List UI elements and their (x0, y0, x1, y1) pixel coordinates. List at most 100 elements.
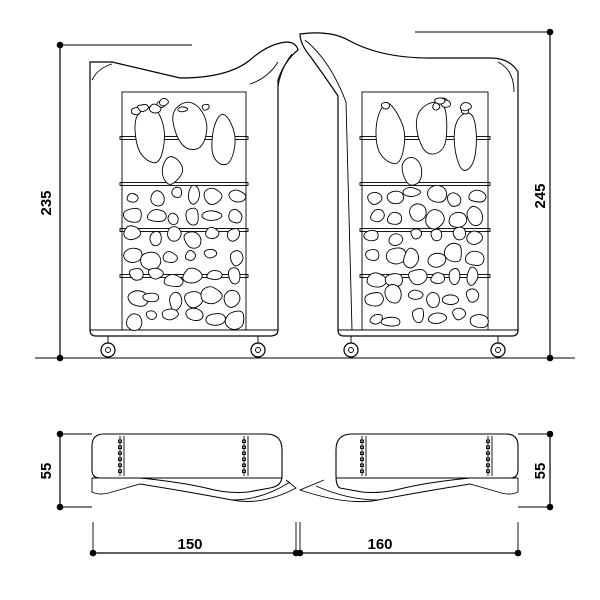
hinge-knuckle (486, 463, 490, 467)
pattern-cell (163, 273, 184, 288)
left-width-label: 150 (177, 536, 202, 553)
pattern-cell (363, 230, 379, 242)
right-top-swoop (298, 478, 519, 503)
pattern-cell (123, 225, 142, 241)
hinge-knuckle (242, 463, 246, 467)
pattern-cell (402, 186, 422, 197)
pattern-cell (466, 266, 479, 286)
hinge-knuckle (360, 445, 364, 449)
hinge-knuckle (118, 445, 122, 449)
pattern-cell (386, 211, 403, 225)
pattern-cell (177, 106, 189, 113)
pattern-cell (127, 290, 149, 307)
shelf (359, 182, 491, 186)
right-rear-caster (490, 336, 506, 358)
right-width-label: 160 (367, 536, 392, 553)
pattern-cell (365, 249, 380, 261)
pattern-cell (182, 267, 203, 284)
pattern-cell (137, 104, 149, 113)
pattern-cell (228, 208, 243, 224)
hinge-knuckle (486, 451, 490, 455)
pattern-cell (426, 291, 440, 309)
left-rear-caster (250, 336, 266, 358)
pattern-cell (167, 226, 182, 242)
left-depth-label: 55 (38, 463, 55, 480)
pattern-cell (226, 228, 240, 242)
pattern-cell (145, 310, 157, 320)
pattern-cell (185, 307, 204, 321)
pattern-cell (167, 212, 179, 225)
pattern-cell (205, 226, 220, 240)
pattern-cell (441, 294, 460, 306)
hinge-knuckle (118, 451, 122, 455)
pattern-cell (228, 189, 247, 203)
hinge-knuckle (486, 469, 490, 473)
pattern-cell (380, 316, 401, 327)
pattern-cell (434, 97, 446, 105)
hinge-knuckle (118, 457, 122, 461)
hinge-knuckle (242, 457, 246, 461)
pattern-cell (223, 289, 241, 308)
left-width-dimension: 150 (89, 522, 300, 557)
pattern-cell (448, 268, 461, 285)
pattern-cell (172, 101, 208, 151)
pattern-cell (211, 113, 236, 166)
pattern-cell (128, 268, 144, 281)
right-top-swoop-inner (315, 485, 379, 501)
right-front-caster (343, 336, 359, 358)
pattern-cell (427, 312, 448, 325)
pattern-cell (364, 292, 384, 307)
pattern-cell (375, 102, 406, 165)
pattern-cell (146, 209, 167, 222)
pattern-cell (386, 190, 404, 205)
pattern-cell (415, 101, 448, 155)
pattern-cell (201, 103, 210, 111)
pattern-cell (409, 203, 427, 222)
pattern-cell (430, 228, 443, 242)
right-top-hinges (360, 436, 493, 476)
right-cabinet-front-view (299, 32, 519, 358)
pattern-cell (407, 289, 424, 300)
pattern-cell (466, 205, 483, 226)
pattern-cell (380, 101, 390, 110)
pattern-cell (465, 250, 485, 266)
right-depth-dimension: 55 (518, 430, 554, 511)
pattern-cell (201, 210, 223, 221)
pattern-cell (150, 190, 165, 207)
pattern-cell (149, 230, 162, 247)
pattern-cell (227, 267, 241, 285)
hinge-knuckle (360, 451, 364, 455)
hinge-knuckle (242, 451, 246, 455)
pattern-cell (140, 251, 162, 271)
pattern-cell (446, 192, 462, 207)
pattern-cell (410, 228, 423, 240)
pattern-cell (162, 251, 178, 263)
pattern-cell (161, 156, 184, 185)
pattern-cell (147, 267, 164, 280)
pattern-cell (206, 270, 223, 280)
left-top-swoop (91, 478, 297, 502)
left-cabinet-neck-inner (249, 61, 279, 85)
left-cabinet-neck-edge (277, 53, 293, 87)
pattern-cell (469, 314, 489, 329)
pattern-cell (465, 288, 480, 303)
pattern-cell (169, 291, 183, 311)
pattern-cell (184, 291, 204, 309)
pattern-cell (184, 250, 196, 261)
left-height-dimension: 235 (38, 41, 192, 362)
pattern-cell (384, 273, 403, 288)
right-cabinet-top-view (298, 433, 519, 503)
pattern-cell (229, 250, 244, 267)
right-depth-label: 55 (532, 463, 549, 480)
pattern-cell (185, 207, 199, 226)
pattern-cell (126, 313, 143, 331)
shelf (119, 228, 249, 232)
shelf (119, 182, 249, 186)
pattern-cell (183, 231, 202, 249)
pattern-cell (452, 226, 466, 241)
pattern-cell (468, 189, 487, 203)
hinge-knuckle (360, 457, 364, 461)
right-cabinet-door-frame (361, 91, 489, 331)
pattern-cell (159, 97, 169, 107)
